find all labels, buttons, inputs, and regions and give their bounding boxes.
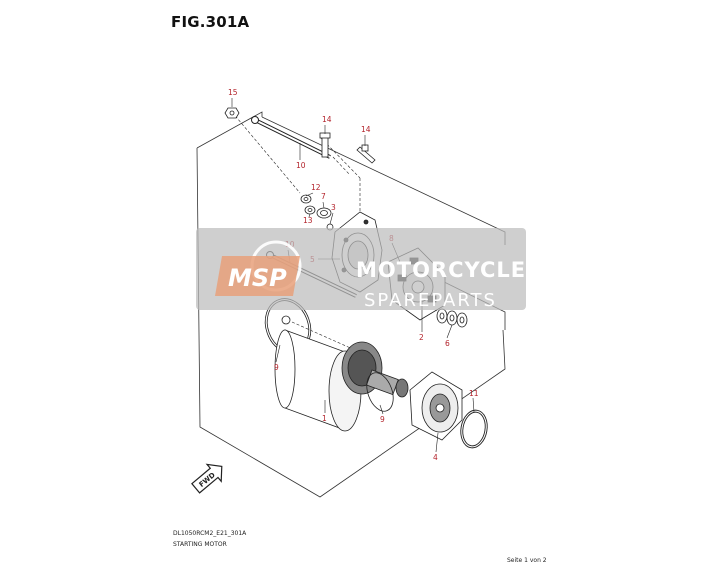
washer-12 <box>300 194 312 204</box>
callout-6: 6 <box>445 339 450 348</box>
callout-1: 1 <box>322 414 327 423</box>
callout-14-right: 14 <box>361 125 371 134</box>
callout-12: 12 <box>311 183 321 192</box>
callout-9-left: 9 <box>274 363 279 372</box>
callout-11: 11 <box>469 389 479 398</box>
callout-3: 3 <box>331 203 336 212</box>
callout-9-right: 9 <box>380 415 385 424</box>
callout-14-left: 14 <box>322 115 332 124</box>
bolt-14-right <box>356 144 376 164</box>
long-bolt-upper <box>251 116 331 159</box>
figure-name: STARTING MOTOR <box>173 541 227 548</box>
armature <box>341 341 409 398</box>
figure-title: FIG.301A <box>171 13 250 31</box>
watermark-word1: MOTORCYCLE <box>356 258 526 282</box>
callout-15: 15 <box>228 88 238 97</box>
nut-15 <box>224 107 240 119</box>
fwd-arrow-icon: FWD <box>191 463 223 494</box>
watermark-logo-text: MSP <box>228 264 287 292</box>
callout-4: 4 <box>433 453 438 462</box>
page-count: Seite 1 von 2 <box>507 557 547 564</box>
o-ring-11 <box>460 409 488 449</box>
figure-code: DL1050RCM2_E21_301A <box>173 530 247 537</box>
watermark: MSP MOTORCYCLE SPAREPARTS <box>196 228 526 311</box>
washer-set-6 <box>436 308 468 328</box>
motor-yoke-1 <box>274 329 362 432</box>
callout-13: 13 <box>303 216 313 225</box>
front-housing-4 <box>409 371 463 441</box>
callout-10-upper: 10 <box>296 161 306 170</box>
o-ring-9-right <box>366 372 394 412</box>
watermark-logo: MSP <box>215 240 302 296</box>
callout-7: 7 <box>321 192 326 201</box>
watermark-word2: SPAREPARTS <box>364 290 497 311</box>
washer-13 <box>304 205 316 215</box>
callout-2: 2 <box>419 333 424 342</box>
o-ring-7 <box>316 207 332 219</box>
